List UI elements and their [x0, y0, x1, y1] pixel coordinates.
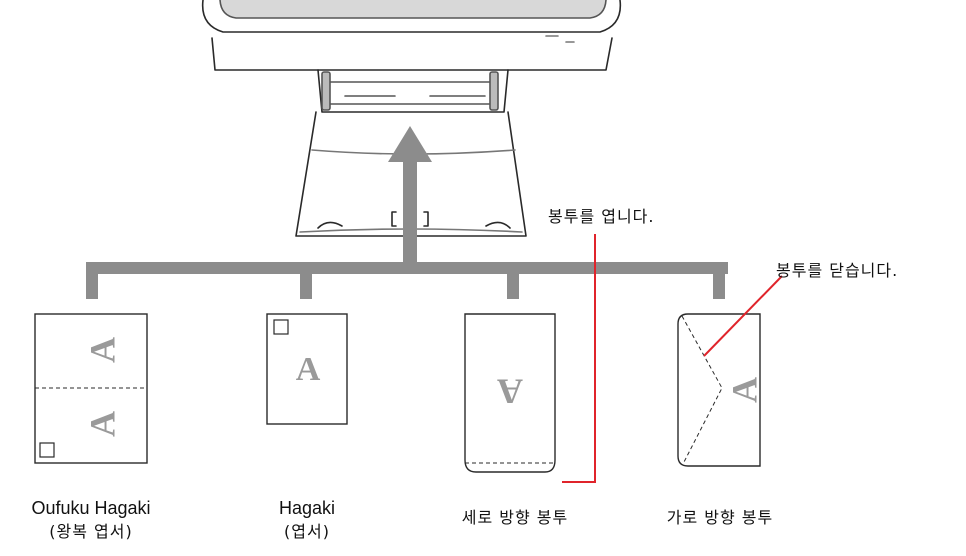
oufuku-hagaki-caption: Oufuku Hagaki (왕복 엽서)	[6, 496, 176, 544]
portrait-envelope-card: A	[464, 313, 556, 473]
card-glyph: A	[724, 377, 764, 403]
media-label: Oufuku Hagaki	[31, 498, 151, 518]
connector-tree	[86, 262, 728, 299]
landscape-envelope-card: A	[677, 313, 764, 467]
hagaki-card: A	[266, 313, 348, 425]
open-envelope-callout: 봉투를 엽니다.	[548, 207, 655, 226]
close-envelope-leader	[703, 275, 783, 357]
media-sublabel: (엽서)	[284, 522, 330, 541]
media-label: 가로 방향 봉투	[666, 508, 774, 527]
media-sublabel: (왕복 엽서)	[49, 522, 133, 541]
card-glyph: A	[497, 372, 523, 412]
card-glyph: A	[82, 337, 122, 363]
feed-direction-arrow	[388, 126, 432, 268]
hagaki-caption: Hagaki (엽서)	[242, 496, 372, 544]
card-glyph: A	[296, 351, 321, 388]
card-glyph: A	[82, 411, 122, 437]
media-label: Hagaki	[278, 498, 336, 518]
landscape-envelope-caption: 가로 방향 봉투	[635, 506, 805, 530]
open-envelope-leader	[562, 234, 596, 483]
close-envelope-callout: 봉투를 닫습니다.	[776, 261, 899, 280]
portrait-envelope-caption: 세로 방향 봉투	[430, 506, 600, 530]
oufuku-hagaki-card: A A	[34, 313, 148, 464]
callout-lines	[562, 234, 783, 483]
media-label: 세로 방향 봉투	[461, 508, 569, 527]
